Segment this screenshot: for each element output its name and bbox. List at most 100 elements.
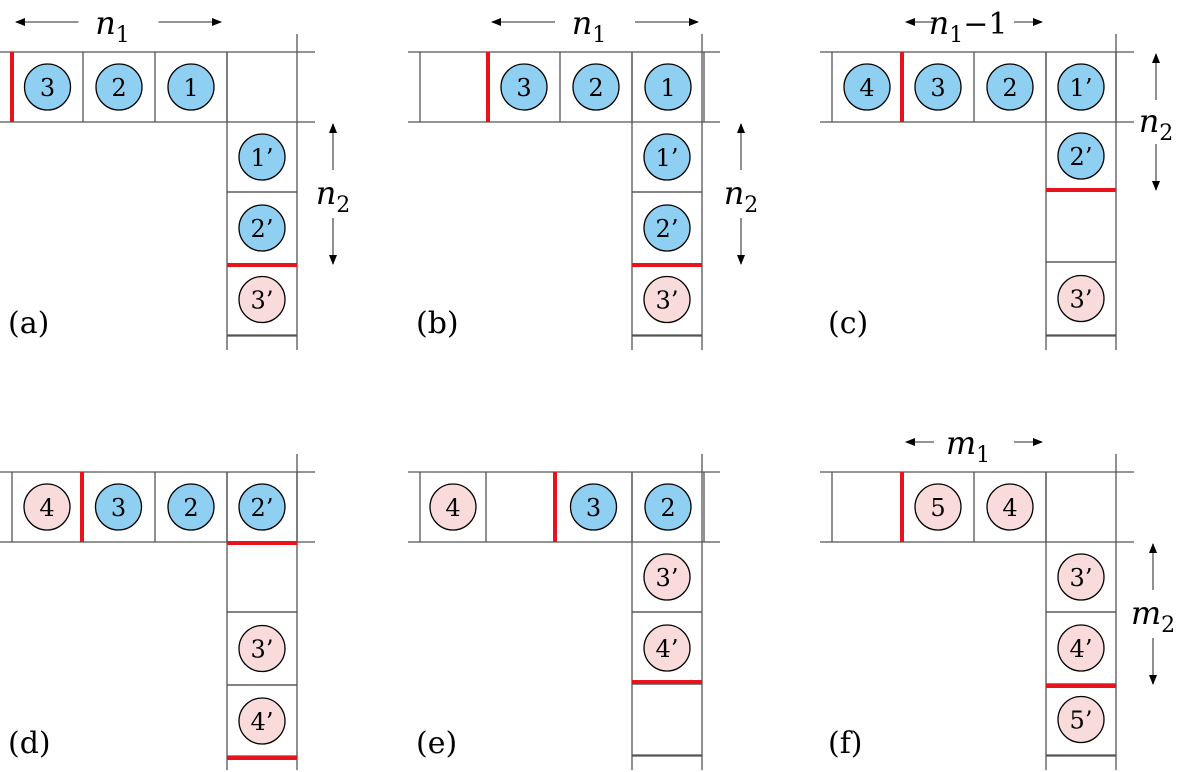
ball-label: 3’ bbox=[251, 636, 274, 664]
ball: 2 bbox=[986, 63, 1034, 111]
ball-label: 5 bbox=[930, 494, 945, 522]
ball: 2 bbox=[95, 63, 143, 111]
ball-label: 4 bbox=[445, 494, 460, 522]
ball: 1’ bbox=[643, 133, 691, 181]
ball-label: 2 bbox=[1002, 74, 1017, 102]
axis-label: m1 bbox=[946, 424, 990, 468]
ball-circle bbox=[569, 483, 618, 531]
panel-label: (a) bbox=[8, 306, 49, 341]
ball: 5 bbox=[914, 483, 962, 531]
ball: 3’ bbox=[643, 553, 691, 601]
ball-label: 2’ bbox=[656, 215, 679, 243]
ball-circle bbox=[94, 483, 143, 531]
panel-label: (c) bbox=[828, 306, 868, 341]
axis-label-main: n bbox=[316, 174, 337, 212]
ball: 4’ bbox=[238, 697, 286, 745]
ball-label: 1’ bbox=[251, 144, 274, 172]
axis-label-sub: 1 bbox=[949, 23, 963, 48]
ball-label: 2’ bbox=[251, 215, 274, 243]
ball-label: 4 bbox=[859, 74, 874, 102]
panel-label: (b) bbox=[416, 306, 459, 341]
panel-label: (d) bbox=[8, 726, 51, 761]
ball-circle bbox=[1057, 695, 1105, 744]
ball-label: 3’ bbox=[1070, 286, 1093, 314]
ball-label: 3’ bbox=[656, 564, 679, 592]
ball: 2’ bbox=[238, 204, 286, 252]
ball: 2’ bbox=[238, 483, 286, 531]
ball-circle bbox=[1057, 132, 1105, 180]
ball-circle bbox=[843, 63, 891, 111]
ball-label: 1’ bbox=[656, 144, 679, 172]
ball-circle bbox=[429, 483, 477, 531]
ball: 2 bbox=[167, 483, 215, 531]
ball-circle bbox=[238, 275, 286, 324]
ball: 3’ bbox=[643, 275, 691, 324]
ball: 3’ bbox=[238, 275, 286, 324]
ball-label: 3 bbox=[40, 74, 55, 102]
axis-label-main: n bbox=[929, 4, 950, 42]
ball-label: 4’ bbox=[1070, 635, 1093, 663]
ball: 4 bbox=[986, 483, 1034, 531]
ball: 3’ bbox=[1057, 274, 1105, 323]
ball-label: 2’ bbox=[1070, 143, 1093, 171]
axis-label-main: n bbox=[572, 4, 593, 42]
axis-label-sub: 2 bbox=[744, 193, 758, 218]
ball-circle bbox=[643, 133, 691, 181]
axis-label-main: m bbox=[1131, 594, 1161, 632]
ball-label: 2 bbox=[660, 494, 675, 522]
ball: 2 bbox=[572, 63, 620, 111]
ball: 4’ bbox=[643, 624, 691, 672]
ball-label: 4 bbox=[1002, 494, 1017, 522]
ball-circle bbox=[914, 483, 962, 531]
ball-circle bbox=[914, 63, 962, 111]
ball-label: 4 bbox=[39, 494, 54, 522]
ball-label: 3’ bbox=[1070, 564, 1093, 592]
ball-circle bbox=[500, 63, 548, 111]
ball-circle bbox=[986, 63, 1034, 111]
axis-label: n1 bbox=[95, 4, 130, 48]
ball: 4 bbox=[23, 483, 71, 531]
ball-label: 2 bbox=[111, 74, 126, 102]
ball: 2 bbox=[644, 483, 692, 531]
ball-circle bbox=[167, 63, 215, 111]
ball-circle bbox=[23, 483, 71, 531]
axis-label: n2 bbox=[1139, 102, 1174, 146]
ball: 3 bbox=[23, 63, 72, 111]
axis-label-sub: 1 bbox=[592, 23, 606, 48]
ball-label: 1 bbox=[183, 74, 198, 102]
ball: 1’ bbox=[1057, 63, 1105, 111]
ball: 3 bbox=[569, 483, 618, 531]
ball: 3 bbox=[500, 63, 548, 111]
axis-label-suffix: −1 bbox=[963, 7, 1007, 42]
axis-label: n2 bbox=[724, 174, 759, 218]
ball-label: 3’ bbox=[656, 287, 679, 315]
panel-label: (f) bbox=[828, 726, 863, 761]
ball: 3’ bbox=[238, 624, 286, 673]
ball: 1’ bbox=[238, 133, 286, 181]
panel-d: 4 3 2 2’ 3’ 4’ (d) bbox=[0, 454, 315, 770]
ball-circle bbox=[643, 275, 691, 324]
axis-label-sub: 2 bbox=[336, 193, 350, 218]
axis-label-sub: 1 bbox=[976, 443, 990, 468]
ball-circle bbox=[23, 63, 72, 111]
ball-label: 3 bbox=[111, 494, 126, 522]
axis-label: n2 bbox=[316, 174, 351, 218]
ball: 2’ bbox=[643, 204, 691, 252]
ball: 5’ bbox=[1057, 695, 1105, 744]
ball-label: 2 bbox=[183, 494, 198, 522]
ball-circle bbox=[643, 624, 691, 672]
ball: 1 bbox=[167, 63, 215, 111]
ball-label: 1 bbox=[660, 74, 675, 102]
ball-label: 3 bbox=[516, 74, 531, 102]
axis-label: m2 bbox=[1131, 594, 1175, 638]
ball-circle bbox=[1057, 63, 1105, 111]
axis-label-main: n bbox=[1139, 102, 1160, 140]
ball-label: 4’ bbox=[656, 635, 679, 663]
ball-label: 3 bbox=[930, 74, 945, 102]
ball-circle bbox=[1057, 624, 1105, 672]
ball-label: 2’ bbox=[251, 494, 274, 522]
axis-label-sub: 2 bbox=[1161, 613, 1175, 638]
ball-label: 5’ bbox=[1070, 707, 1093, 735]
